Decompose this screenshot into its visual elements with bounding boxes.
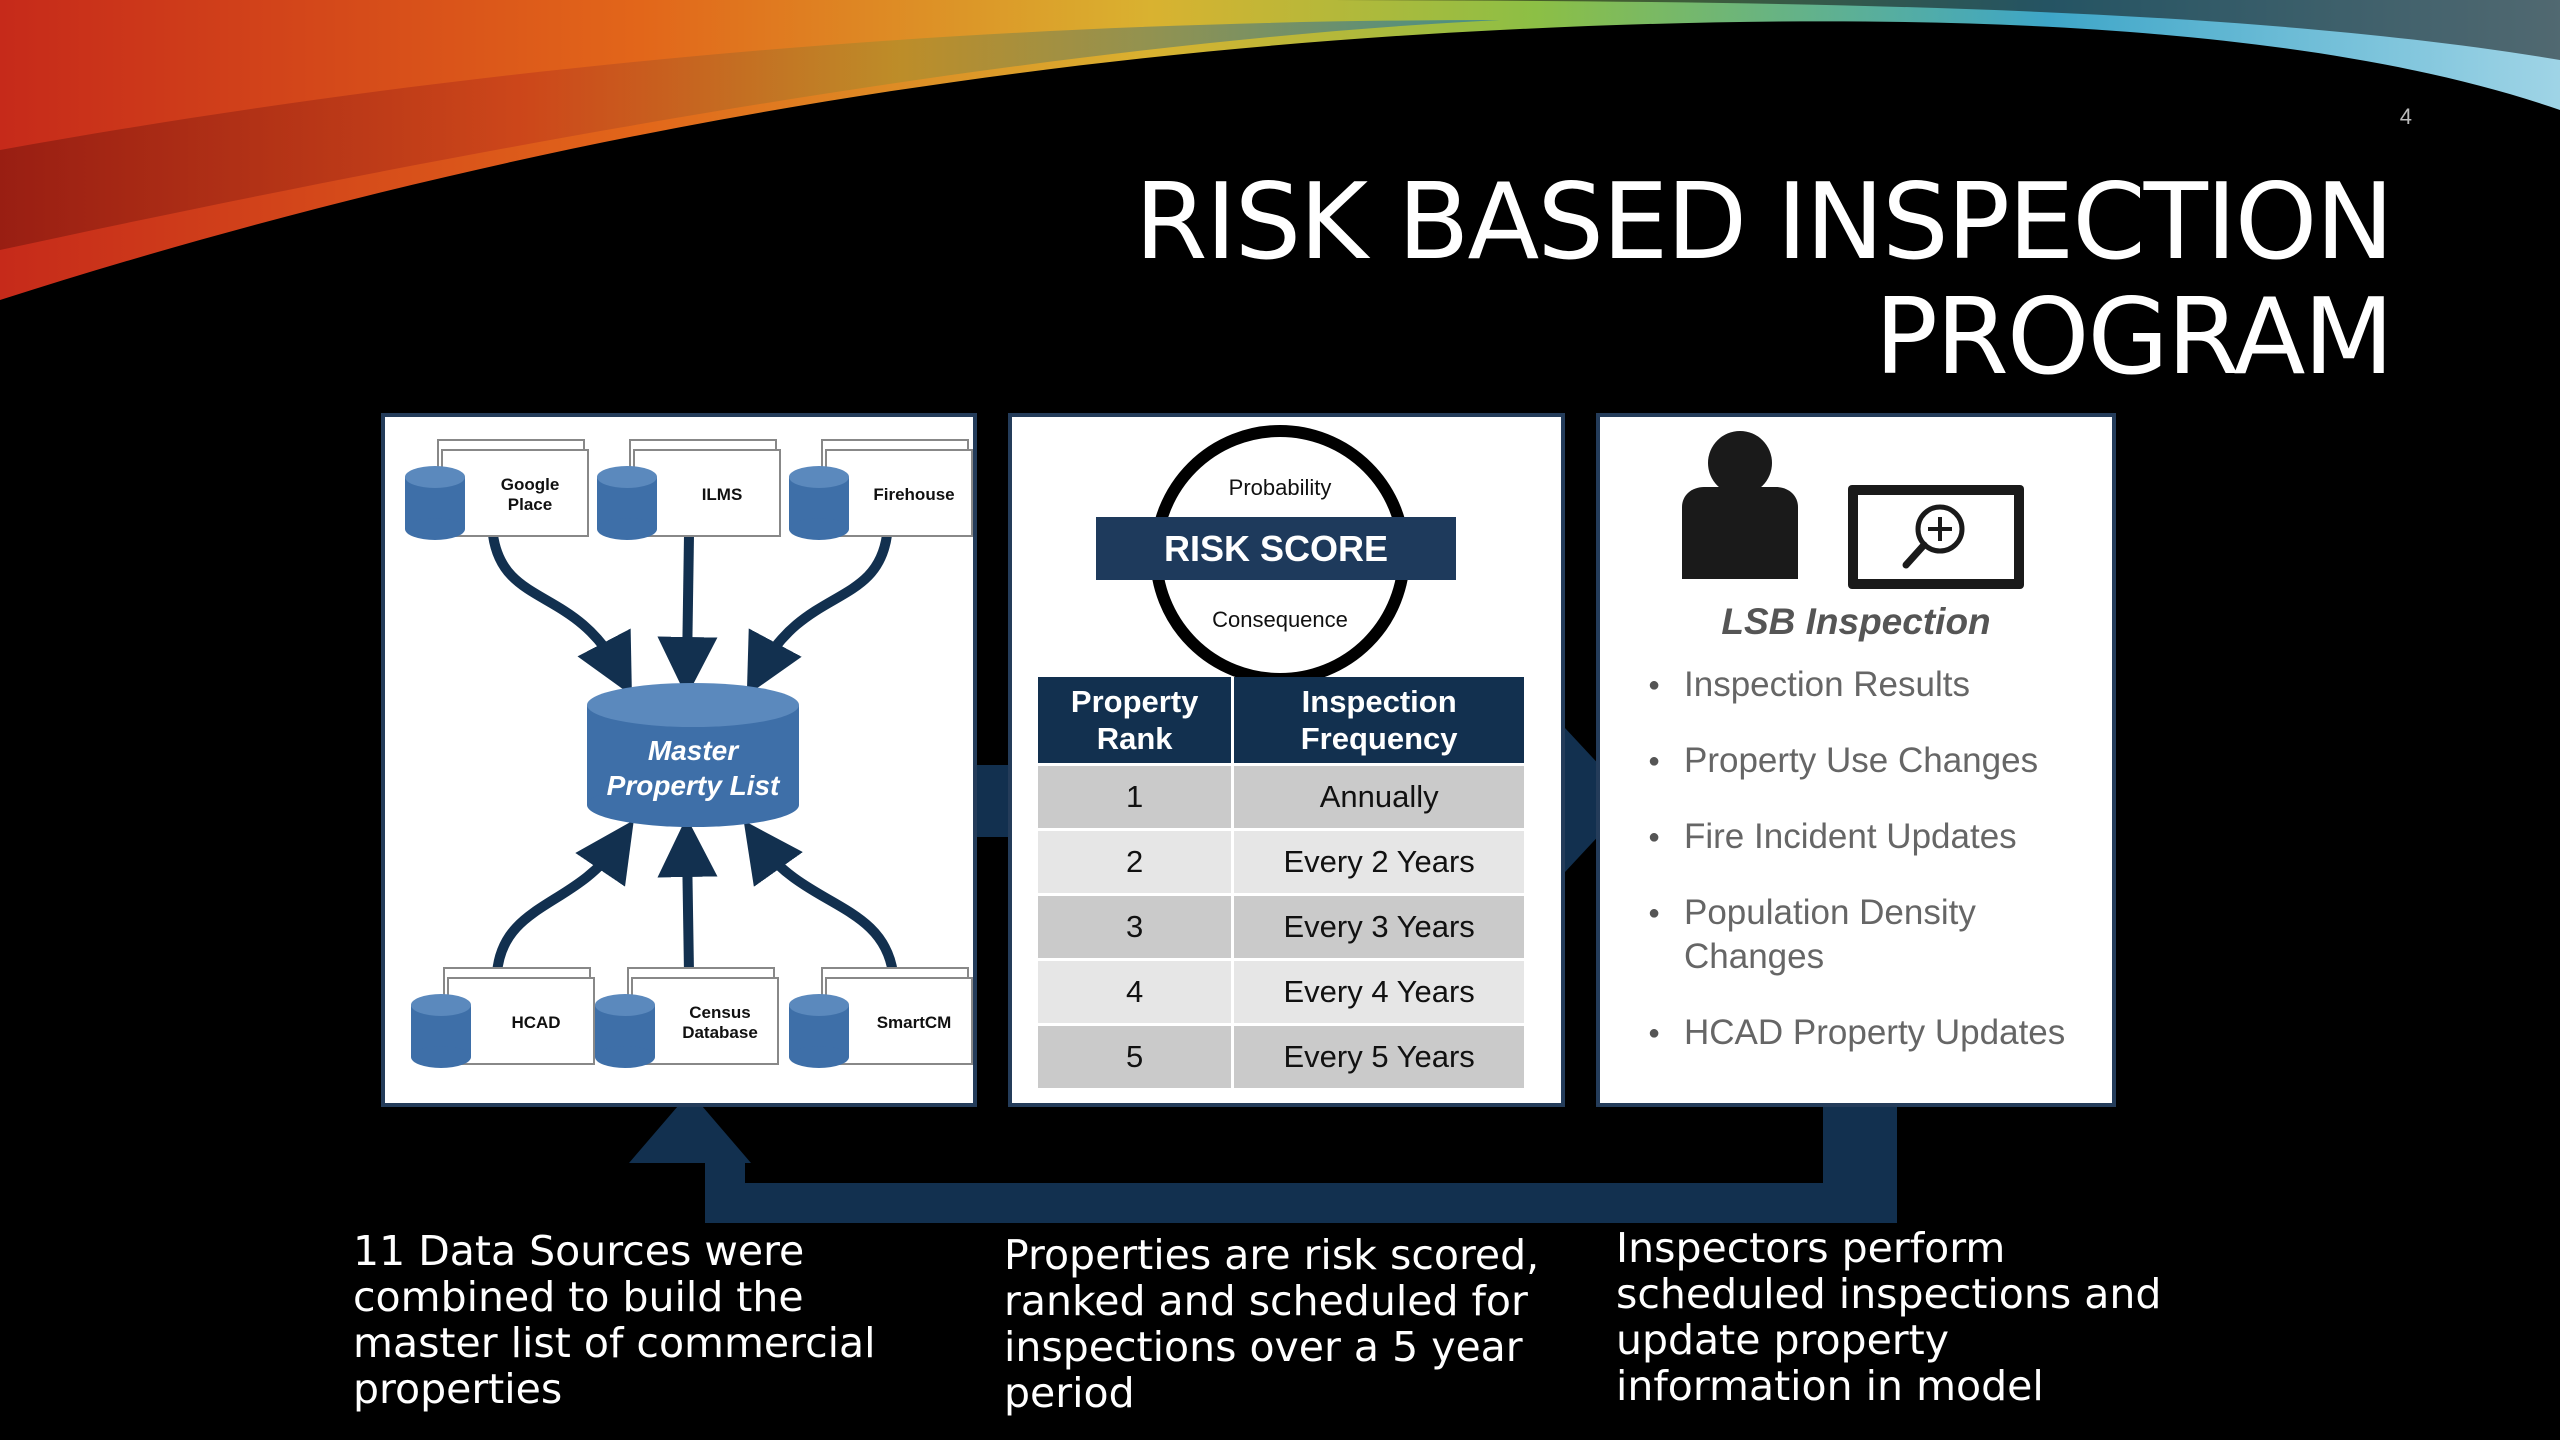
- consequence-label: Consequence: [1212, 607, 1348, 632]
- frequency-cell: Every 3 Years: [1232, 893, 1524, 960]
- database-icon: [587, 683, 799, 827]
- source-label: Firehouse: [873, 485, 955, 504]
- source-arrows: [488, 534, 898, 974]
- slide-title-line1: RISK BASED INSPECTION: [1134, 161, 2394, 283]
- slide-number: 4: [2399, 104, 2412, 129]
- inspection-panel: LSB Inspection Inspection Results Proper…: [1596, 413, 2116, 1107]
- tablet-magnifier-icon: [1848, 485, 2024, 589]
- rank-cell: 1: [1038, 763, 1235, 830]
- inspector-person-icon: [1682, 431, 1798, 579]
- header-line: Inspection: [1301, 684, 1457, 719]
- inspection-bullet-list: Inspection Results Property Use Changes …: [1648, 663, 2108, 1087]
- database-icon: [597, 466, 657, 540]
- header-inspection-frequency: Inspection Frequency: [1232, 677, 1524, 765]
- rank-cell: 3: [1038, 893, 1235, 960]
- data-sources-panel: Google Place ILMS Firehouse: [381, 413, 977, 1107]
- list-item: Population Density Changes: [1648, 891, 2024, 979]
- table-row: 3 Every 3 Years: [1038, 893, 1524, 960]
- header-line: Property: [1070, 684, 1199, 719]
- caption-data-sources: 11 Data Sources were combined to build t…: [353, 1227, 876, 1413]
- database-icon: [789, 466, 849, 540]
- database-icon: [595, 994, 655, 1068]
- frequency-cell: Every 5 Years: [1232, 1023, 1524, 1088]
- table-row: 4 Every 4 Years: [1038, 958, 1524, 1025]
- source-label: Census: [689, 1003, 751, 1022]
- frequency-cell: Annually: [1232, 763, 1524, 830]
- header-property-rank: Property Rank: [1038, 677, 1235, 765]
- source-label: HCAD: [511, 1013, 561, 1032]
- source-label: Google: [500, 475, 560, 494]
- list-item: Property Use Changes: [1648, 739, 2108, 783]
- list-item: HCAD Property Updates: [1648, 1011, 2108, 1055]
- slide-title: RISK BASED INSPECTION PROGRAM: [1134, 161, 2394, 398]
- feedback-up-arrowhead: [629, 1092, 751, 1223]
- list-item: Fire Incident Updates: [1648, 815, 2108, 859]
- frequency-cell: Every 4 Years: [1232, 958, 1524, 1025]
- list-item: Inspection Results: [1648, 663, 2108, 707]
- probability-label: Probability: [1228, 475, 1332, 500]
- database-icon: [789, 994, 849, 1068]
- inspection-frequency-table: Property Rank Inspection Frequency 1 Ann…: [1038, 677, 1524, 1088]
- master-property-list: Master Property List: [585, 681, 801, 831]
- source-label: Database: [682, 1023, 758, 1042]
- lsb-inspection-title: LSB Inspection: [1721, 601, 1991, 642]
- rank-cell: 4: [1038, 958, 1235, 1025]
- feedback-horizontal-bar: [745, 1183, 1897, 1223]
- source-label: Place: [507, 495, 553, 514]
- table-row: 2 Every 2 Years: [1038, 828, 1524, 895]
- rank-cell: 5: [1038, 1023, 1235, 1088]
- decorative-swoosh: [0, 0, 2560, 300]
- table-row: 1 Annually: [1038, 763, 1524, 830]
- slide-title-line2: PROGRAM: [1874, 276, 2394, 398]
- database-icon: [405, 466, 465, 540]
- caption-risk-scoring: Properties are risk scored, ranked and s…: [1004, 1231, 1540, 1417]
- risk-score-banner: RISK SCORE: [1096, 517, 1456, 580]
- rank-cell: 2: [1038, 828, 1235, 895]
- source-label: SmartCM: [876, 1013, 952, 1032]
- source-label: ILMS: [701, 485, 743, 504]
- master-label-line2: Property List: [606, 770, 780, 801]
- frequency-cell: Every 2 Years: [1232, 828, 1524, 895]
- header-line: Frequency: [1300, 721, 1458, 756]
- caption-inspections: Inspectors perform scheduled inspections…: [1616, 1224, 2162, 1410]
- header-line: Rank: [1096, 721, 1173, 756]
- table-row: 5 Every 5 Years: [1038, 1023, 1524, 1088]
- database-icon: [411, 994, 471, 1068]
- master-label-line1: Master: [647, 735, 739, 766]
